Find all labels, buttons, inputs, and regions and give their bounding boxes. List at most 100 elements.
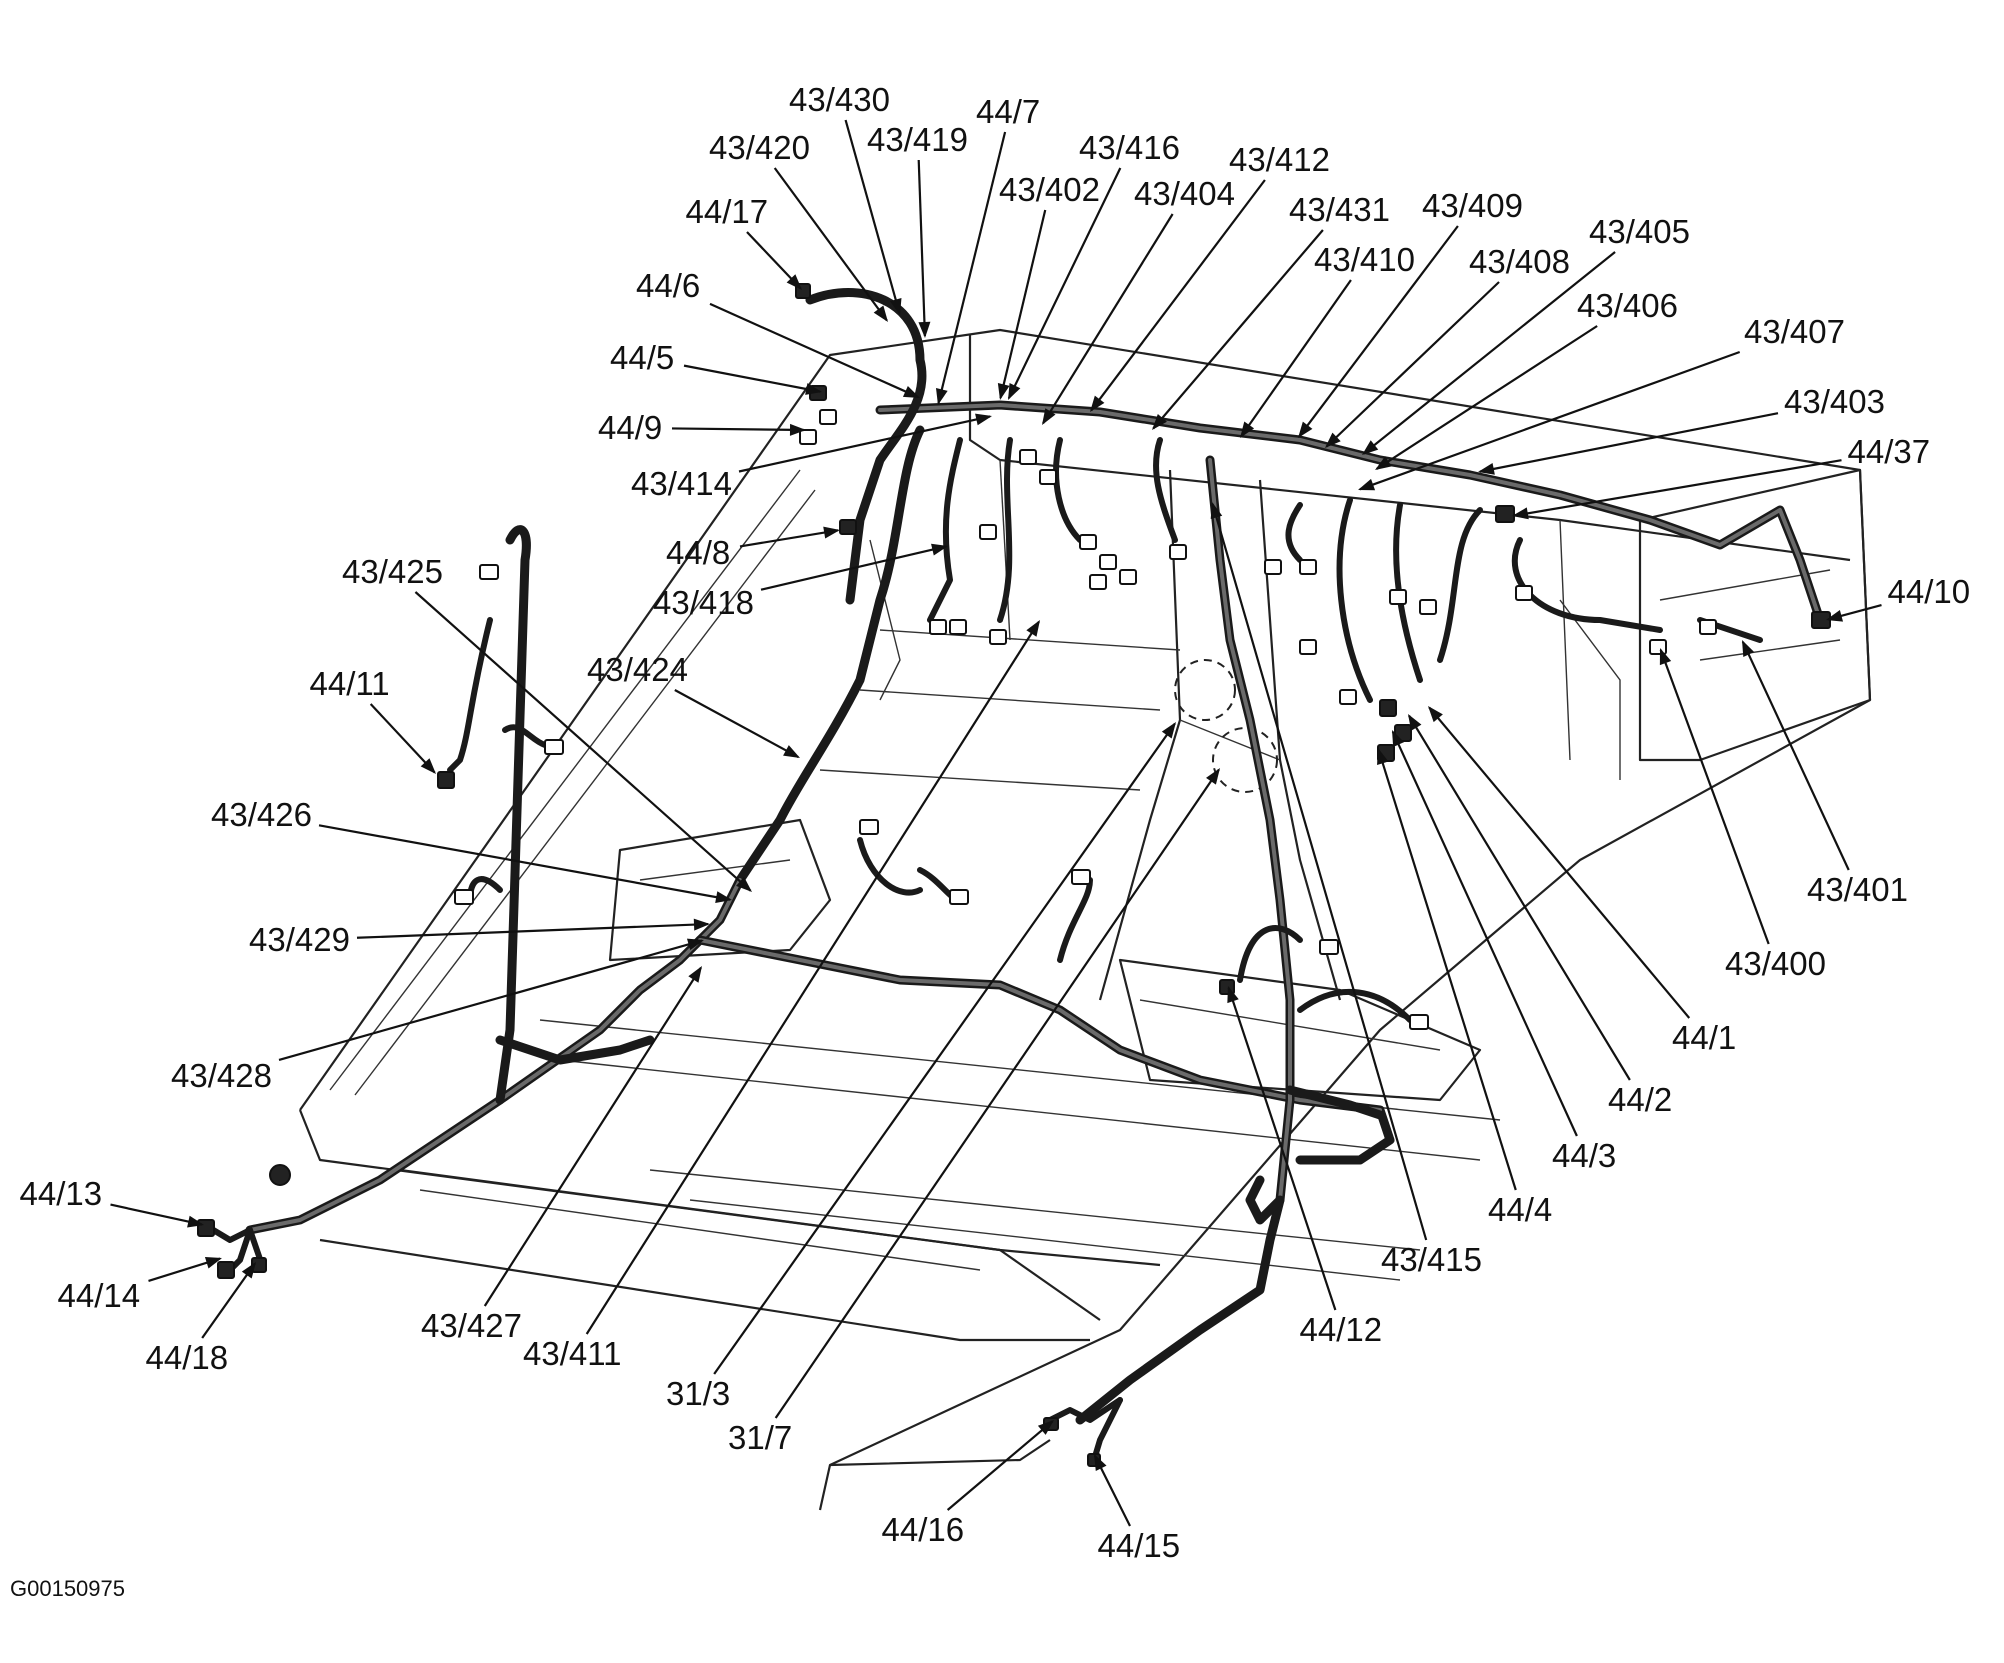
leader-line (1359, 350, 1741, 491)
leader-arrowhead (241, 1262, 256, 1279)
leader-arrowhead (931, 543, 948, 556)
leader-line (414, 591, 752, 892)
leader-line (369, 703, 436, 774)
leader-arrowhead (1161, 722, 1176, 739)
leader-line (356, 922, 709, 939)
callout-31-7: 31/7 (728, 1419, 792, 1456)
callout-44-18: 44/18 (146, 1339, 229, 1376)
leader-arrowhead (805, 383, 822, 395)
leader-line (1240, 279, 1352, 437)
vehicle-body-outline (298, 328, 1872, 1511)
leader-line (1391, 731, 1578, 1137)
leader-line (110, 1203, 203, 1226)
callout-43-415: 43/415 (1381, 1241, 1482, 1278)
callout-43-427: 43/427 (421, 1307, 522, 1344)
callout-44-13: 44/13 (20, 1175, 103, 1212)
leader-line (713, 722, 1176, 1375)
callout-44-6: 44/6 (636, 267, 700, 304)
callout-44-12: 44/12 (1300, 1311, 1383, 1348)
leader-line (671, 427, 805, 432)
leader-arrowhead (889, 297, 902, 315)
callout-43-400: 43/400 (1725, 945, 1826, 982)
harness-main (245, 288, 1825, 1425)
callout-43-410: 43/410 (1314, 241, 1415, 278)
callout-43-425: 43/425 (342, 553, 443, 590)
callout-43-420: 43/420 (709, 129, 810, 166)
callout-43-403: 43/403 (1784, 383, 1885, 420)
callout-44-2: 44/2 (1608, 1081, 1672, 1118)
callout-43-430: 43/430 (789, 81, 890, 118)
callout-43-429: 43/429 (249, 921, 350, 958)
callout-44-7: 44/7 (976, 93, 1040, 130)
callout-44-3: 44/3 (1552, 1137, 1616, 1174)
callout-43-428: 43/428 (171, 1057, 272, 1094)
leader-arrowhead (918, 321, 931, 338)
callout-44-15: 44/15 (1098, 1527, 1181, 1564)
leader-arrowhead (420, 758, 436, 774)
leader-line (201, 1262, 256, 1339)
leader-arrowhead (1298, 421, 1313, 438)
callout-44-5: 44/5 (610, 339, 674, 376)
leader-line (738, 415, 991, 473)
leader-arrowhead (873, 305, 888, 322)
leader-arrowhead (1206, 768, 1220, 785)
callout-44-37: 44/37 (1848, 433, 1931, 470)
leader-line (1090, 179, 1266, 412)
callout-43-431: 43/431 (1289, 191, 1390, 228)
callout-44-4: 44/4 (1488, 1191, 1552, 1228)
leader-line (278, 939, 703, 1061)
leader-arrowhead (1512, 507, 1529, 520)
leader-line (774, 769, 1220, 1419)
leader-line (1152, 229, 1324, 430)
leader-arrowhead (187, 1215, 204, 1228)
leader-arrowhead (1377, 748, 1389, 766)
leader-line (1227, 987, 1337, 1311)
leader-arrowhead (1090, 395, 1105, 412)
leader-line (1377, 749, 1517, 1191)
leader-arrowhead (1008, 382, 1021, 400)
leader-arrowhead (1408, 714, 1422, 731)
leader-line (1376, 325, 1598, 470)
leader-arrowhead (715, 891, 732, 904)
leader-line (760, 545, 947, 591)
leader-arrowhead (1358, 478, 1376, 491)
callout-44-1: 44/1 (1672, 1019, 1736, 1056)
leader-line (1741, 641, 1850, 871)
leader-line (1298, 225, 1459, 438)
callout-44-11: 44/11 (310, 665, 390, 702)
leader-arrowhead (736, 876, 752, 892)
leader-line (674, 689, 799, 759)
diagram-code: G00150975 (10, 1576, 125, 1601)
leader-arrowhead (1210, 502, 1223, 520)
leader-line (709, 302, 919, 399)
leader-arrowhead (1094, 1454, 1107, 1471)
leader-arrowhead (1152, 413, 1167, 430)
harness-connectors (197, 283, 1831, 1467)
callout-44-14: 44/14 (58, 1277, 141, 1314)
leader-arrowhead (786, 274, 802, 290)
leader-arrowhead (1428, 706, 1443, 723)
leader-arrowhead (1042, 408, 1056, 425)
leader-line (1211, 503, 1428, 1241)
callout-43-412: 43/412 (1229, 141, 1330, 178)
callout-43-409: 43/409 (1422, 187, 1523, 224)
leader-arrowhead (1227, 986, 1239, 1004)
leader-arrowhead (204, 1257, 222, 1269)
leader-line (773, 167, 888, 322)
callout-43-416: 43/416 (1079, 129, 1180, 166)
callout-43-404: 43/404 (1134, 175, 1235, 212)
leader-line (1428, 706, 1691, 1019)
leader-arrowhead (1478, 463, 1495, 475)
callout-31-3: 31/3 (666, 1375, 730, 1412)
leader-line (1325, 281, 1500, 448)
leader-line (1513, 459, 1842, 517)
leader-line (1479, 412, 1779, 473)
leader-line (739, 529, 839, 548)
leader-line (937, 131, 1007, 404)
callout-43-401: 43/401 (1807, 871, 1908, 908)
callout-43-426: 43/426 (211, 796, 312, 833)
leader-arrowhead (1742, 640, 1755, 658)
callout-43-406: 43/406 (1577, 287, 1678, 324)
leader-arrowhead (823, 526, 840, 539)
